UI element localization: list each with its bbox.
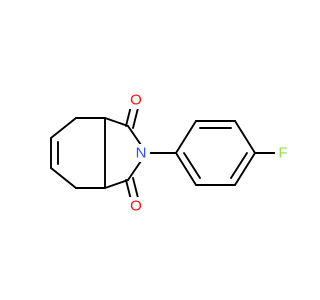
atom-oxygen-top: O <box>127 91 145 109</box>
bond-a6-a1 <box>175 152 197 186</box>
bond-c7-n <box>127 125 142 146</box>
bond-layer <box>50 105 277 201</box>
bond-a4-a5 <box>234 152 256 186</box>
bond-c4-c5 <box>50 167 77 189</box>
atom-bg <box>275 144 291 162</box>
molecule-structure: O N O F <box>50 91 291 215</box>
atom-label-f: F <box>278 145 287 162</box>
atom-bg <box>132 144 150 162</box>
atom-label-n: N <box>136 145 147 162</box>
bond-a3-a4 <box>234 120 256 154</box>
atom-label-o2: O <box>130 198 142 215</box>
atom-layer: O N O F <box>127 91 291 215</box>
bond-c2-c3 <box>50 117 77 139</box>
atom-nitrogen: N <box>132 144 150 162</box>
bond-a4-a5-inner <box>230 152 248 179</box>
bond-c7-o1-a <box>125 105 132 127</box>
atom-label-o1: O <box>130 92 142 109</box>
bond-a1-a2 <box>175 120 197 154</box>
bond-n-c8 <box>127 160 142 181</box>
atom-bg <box>127 197 145 215</box>
atom-oxygen-bottom: O <box>127 197 145 215</box>
bond-c8-o2-a <box>125 179 132 201</box>
bond-c8-c6 <box>104 179 129 189</box>
bond-c1-c7 <box>104 117 129 127</box>
atom-fluorine: F <box>275 144 291 162</box>
bond-c7-o1-b <box>132 107 139 129</box>
bond-a6-a1-inner <box>183 152 201 179</box>
atom-bg <box>127 91 145 109</box>
bond-c8-o2-b <box>132 177 139 199</box>
